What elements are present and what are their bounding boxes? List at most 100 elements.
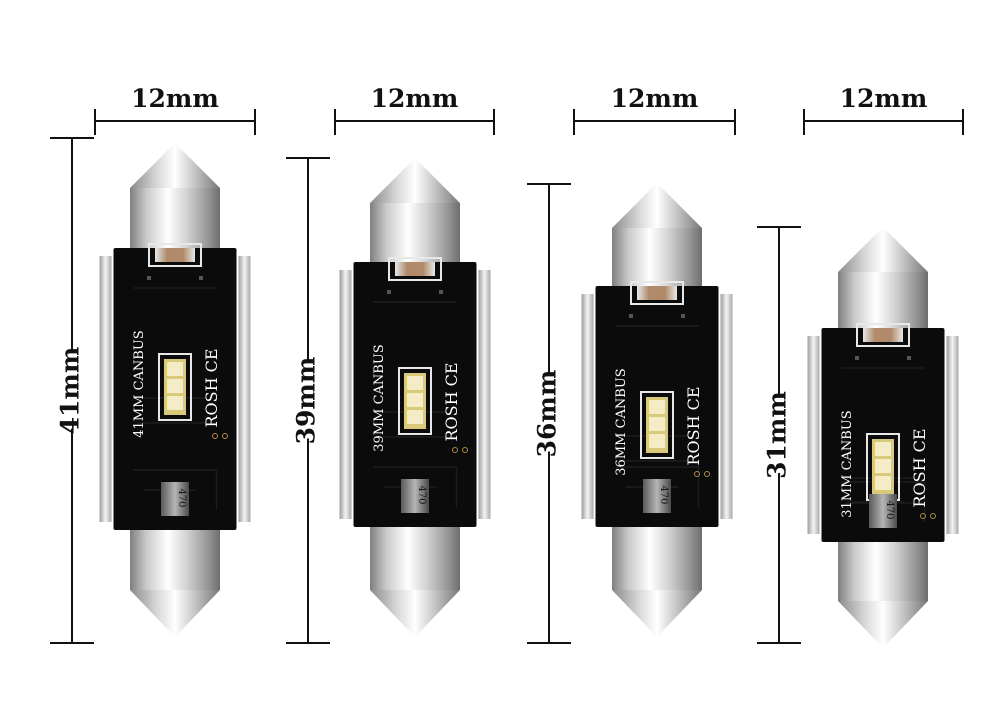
heatsink-rail-left xyxy=(339,270,352,519)
width-dimension: 12mm xyxy=(334,84,495,135)
length-label: 39mm xyxy=(292,357,321,445)
capacitor-label: 470 xyxy=(884,500,895,519)
bulb-group: 12mm 36mm 36MM CANBUS ROSH CE 470 xyxy=(527,84,736,644)
led-chip xyxy=(875,459,891,473)
bottom-cap-tip xyxy=(130,590,220,637)
solder-pad xyxy=(387,290,391,294)
length-dimension: 31mm xyxy=(757,226,801,644)
led-bulb: 39MM CANBUS ROSH CE 470 xyxy=(339,158,491,637)
resistor xyxy=(155,248,195,262)
resistor xyxy=(395,262,435,276)
width-label: 12mm xyxy=(611,84,699,113)
length-dimension: 36mm xyxy=(527,183,571,644)
via-dot xyxy=(222,433,228,439)
bottom-cap-cylinder xyxy=(838,536,928,601)
resistor-outline xyxy=(148,243,202,267)
resistor xyxy=(637,286,677,300)
length-label-backing xyxy=(535,375,563,452)
led-chip xyxy=(167,362,183,376)
width-dimension: 12mm xyxy=(803,84,964,135)
led-chip xyxy=(407,376,423,390)
length-dimension: 39mm xyxy=(286,157,330,644)
bottom-cap-cylinder xyxy=(370,521,460,590)
heatsink-rail-right xyxy=(946,336,959,534)
top-cap-tip xyxy=(130,143,220,188)
bottom-cap-cylinder xyxy=(612,521,702,590)
led-chip xyxy=(649,434,665,448)
length-label-backing xyxy=(765,397,793,473)
top-cap-tip xyxy=(838,227,928,272)
length-dimension: 41mm xyxy=(50,137,94,644)
led-chip xyxy=(407,410,423,424)
heatsink-rail-right xyxy=(720,294,733,519)
width-dimension: 12mm xyxy=(573,84,736,135)
resistor-outline xyxy=(388,257,442,281)
led-bulb: 31MM CANBUS ROSH CE 470 xyxy=(807,227,959,648)
led-chip xyxy=(875,442,891,456)
led-chip xyxy=(407,393,423,407)
led-bulb: 41MM CANBUS ROSH CE 470 xyxy=(99,143,251,637)
capacitor xyxy=(643,479,671,513)
resistor-outline xyxy=(630,281,684,305)
via-dot xyxy=(920,513,926,519)
heatsink-rail-left xyxy=(581,294,594,519)
solder-pad xyxy=(199,276,203,280)
solder-pad xyxy=(681,314,685,318)
length-label: 31mm xyxy=(763,391,792,479)
pcb-model-label: 39MM CANBUS xyxy=(372,344,387,451)
solder-pad xyxy=(907,356,911,360)
bottom-cap-tip xyxy=(612,590,702,637)
pcb-brand-label: ROSH CE xyxy=(442,362,461,441)
led-outline xyxy=(640,391,674,459)
heatsink-rail-left xyxy=(807,336,820,534)
via-dot xyxy=(452,447,458,453)
capacitor-label: 470 xyxy=(176,488,187,507)
bulb-group: 12mm 31mm 31MM CANBUS ROSH CE 470 xyxy=(757,84,964,648)
led-chip xyxy=(167,379,183,393)
resistor xyxy=(863,328,903,342)
led-chip xyxy=(167,396,183,410)
capacitor-label: 470 xyxy=(416,485,427,504)
capacitor-label: 470 xyxy=(658,485,669,504)
via-dot xyxy=(462,447,468,453)
pcb-brand-label: ROSH CE xyxy=(684,386,703,465)
pcb-brand-label: ROSH CE xyxy=(202,348,221,427)
top-cap-tip xyxy=(370,158,460,203)
capacitor xyxy=(869,494,897,528)
length-label: 41mm xyxy=(56,347,85,435)
width-label: 12mm xyxy=(371,84,459,113)
via-dot xyxy=(694,471,700,477)
bottom-cap-tip xyxy=(838,601,928,648)
via-dot xyxy=(704,471,710,477)
heatsink-rail-right xyxy=(238,256,251,522)
width-label: 12mm xyxy=(131,84,219,113)
led-outline xyxy=(398,367,432,435)
top-cap-tip xyxy=(612,183,702,228)
width-label: 12mm xyxy=(840,84,928,113)
resistor-outline xyxy=(856,323,910,347)
length-label-backing xyxy=(58,352,86,429)
pcb-brand-label: ROSH CE xyxy=(910,428,929,507)
led-chip xyxy=(649,417,665,431)
capacitor xyxy=(161,482,189,516)
width-dimension: 12mm xyxy=(94,84,256,135)
heatsink-rail-left xyxy=(99,256,112,522)
led-chip xyxy=(649,400,665,414)
pcb-model-label: 41MM CANBUS xyxy=(132,330,147,437)
via-dot xyxy=(212,433,218,439)
pcb-model-label: 31MM CANBUS xyxy=(840,410,855,517)
solder-pad xyxy=(855,356,859,360)
heatsink-rail-right xyxy=(478,270,491,519)
via-dot xyxy=(930,513,936,519)
pcb-model-label: 36MM CANBUS xyxy=(614,368,629,475)
led-bulb: 36MM CANBUS ROSH CE 470 xyxy=(581,183,733,637)
length-label-backing xyxy=(294,362,322,439)
capacitor xyxy=(401,479,429,513)
solder-pad xyxy=(629,314,633,318)
bottom-cap-tip xyxy=(370,590,460,637)
led-chip xyxy=(875,476,891,490)
bottom-cap-cylinder xyxy=(130,524,220,590)
bulb-group: 12mm 39mm 39MM CANBUS ROSH CE 470 xyxy=(286,84,495,644)
solder-pad xyxy=(439,290,443,294)
